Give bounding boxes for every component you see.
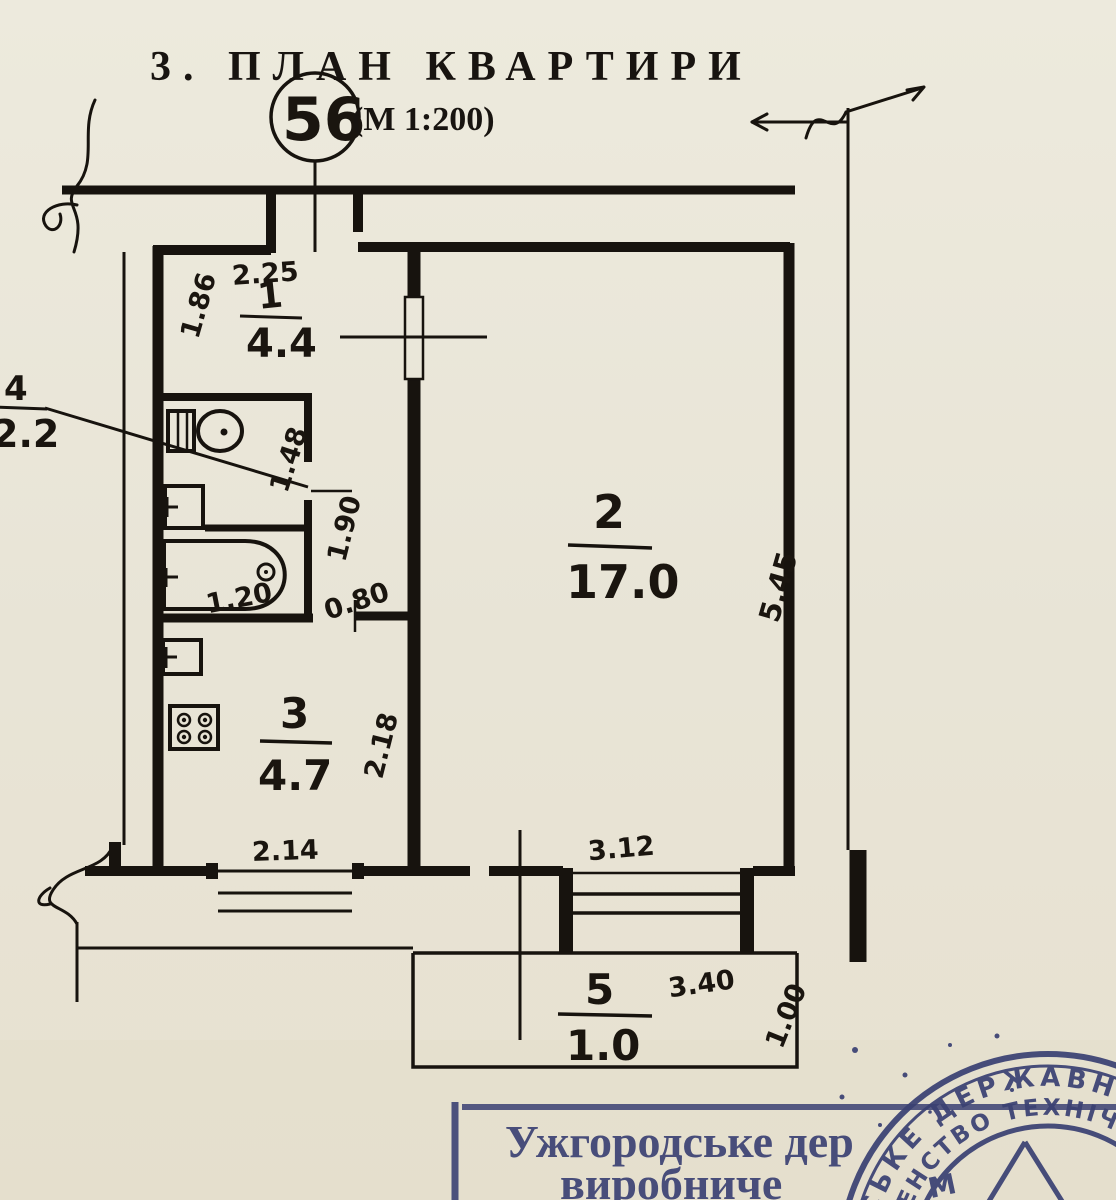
room-1-number: 1: [256, 275, 285, 318]
form-box: Ужгородське дер виробниче: [451, 1102, 1116, 1200]
dim-room-window-width: 3.12: [587, 831, 656, 868]
seal-ink-speckles: [839, 1033, 1014, 1127]
room-1-fraction-bar: [239, 314, 303, 320]
room-2-area: 17.0: [566, 555, 680, 609]
seal-outer-circle: [846, 1051, 1116, 1200]
bathtub-icon: [155, 539, 287, 611]
break-mark-top-right: [750, 85, 926, 140]
break-mark-bottom-left: [37, 844, 115, 926]
kitchen-sink-icon: [154, 638, 203, 676]
room-5-area: 1.0: [566, 1021, 640, 1070]
room-labels: 1 4.4 2 17.0 3 4.7 4 2.2 5 1.0: [0, 275, 680, 1070]
seal-triangle: [986, 1140, 1065, 1200]
page-title: 3. ПЛАН КВАРТИРИ: [150, 44, 753, 90]
room-3-number: 3: [280, 689, 309, 738]
apartment-number: 56: [282, 85, 366, 155]
seal-inner-circle: [924, 1123, 1116, 1200]
room-1-area: 4.4: [246, 321, 317, 367]
room-5-number: 5: [585, 965, 614, 1014]
scale-note: (М 1:200): [352, 101, 495, 138]
room-4-number: 4: [4, 369, 28, 409]
walls: [62, 185, 867, 962]
room-3-area: 4.7: [258, 751, 332, 800]
dim-kitchen-width: 2.14: [251, 835, 319, 868]
room-5-fraction-bar: [557, 1012, 653, 1018]
room-2-number: 2: [593, 485, 625, 539]
room-2-fraction-bar: [567, 543, 653, 550]
toilet-icon: [166, 409, 244, 453]
room4-leader-line: [44, 406, 309, 489]
stove-icon: [168, 704, 220, 751]
room-4-area: 2.2: [0, 412, 59, 456]
building-continuation-lines: [75, 108, 850, 1002]
washbasin-icon: [156, 484, 205, 530]
room-4-fraction-bar: [0, 405, 48, 411]
room-3-fraction-bar: [259, 739, 333, 745]
org-name-line1: Ужгородське дер: [505, 1116, 854, 1167]
org-name-line2: виробниче: [560, 1158, 782, 1200]
dim-hall-width: 2.25: [231, 256, 300, 292]
seal-outer-circle2: [860, 1064, 1116, 1200]
balcony-outline: [411, 951, 799, 1069]
